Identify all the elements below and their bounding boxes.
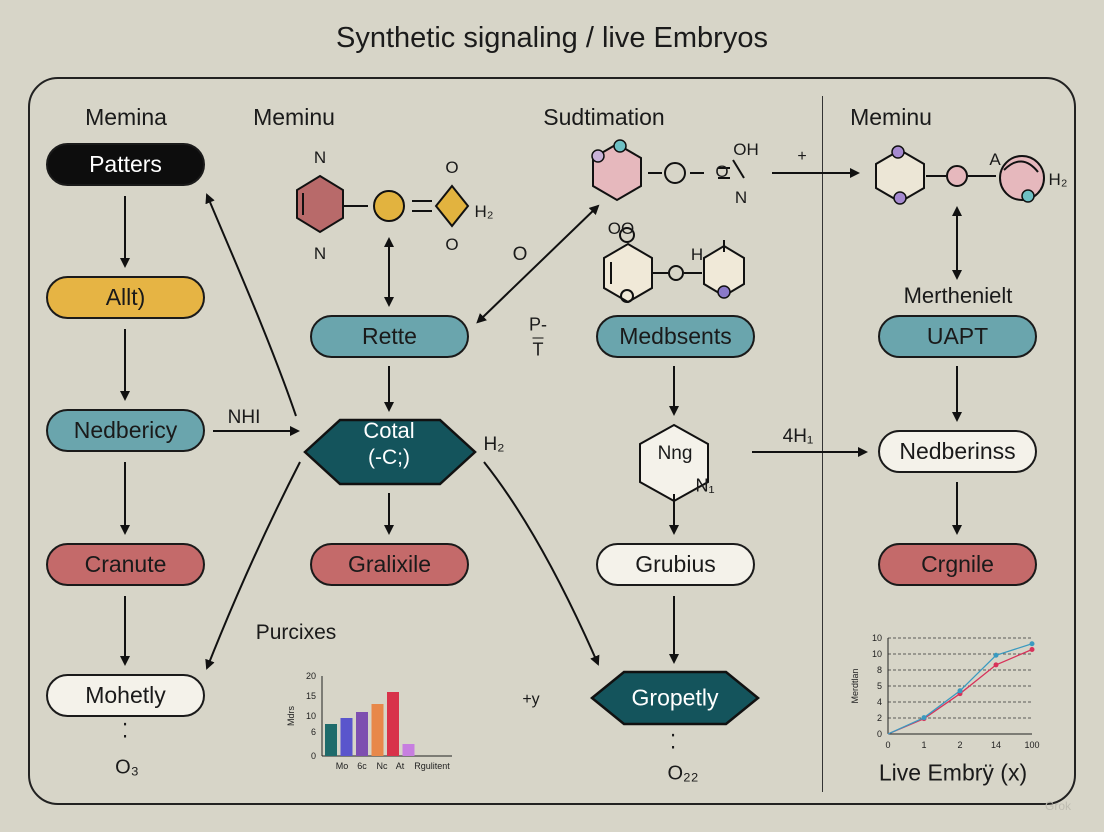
line-y-tick: 0 [877,729,882,739]
atom-o-top: O [445,158,459,177]
column-divider [822,96,823,792]
line-y-tick: 10 [872,649,882,659]
bar-y-tick: 15 [306,691,316,701]
atom-o-m2: O [715,162,729,181]
node-patters[interactable]: Patters [46,143,205,186]
bar [325,724,337,756]
diagram-title: Synthetic signaling / live Embryos [336,22,768,54]
node-uapt[interactable]: UAPT [878,315,1037,358]
bar [340,718,353,756]
line-x-tick: 2 [957,740,962,750]
line-y-tick: 10 [872,633,882,643]
line-x-tick: 1 [921,740,926,750]
header-col2: Meminu [253,104,335,130]
bar [387,692,399,756]
molecule-1 [296,174,470,234]
header-col1: Memina [85,104,167,130]
molecule-2 [591,139,745,202]
bar-y-label: Mdrs [286,706,296,726]
chart-left-title: Purcixes [255,621,337,644]
node-medbsents[interactable]: Medbsents [596,315,755,358]
bar [356,712,368,756]
bar-x-tick: At [396,761,405,771]
line-y-label: Merdtlan [850,668,860,703]
node-grubius[interactable]: Grubius [596,543,755,586]
node-gropetly-shape [590,670,760,726]
bar-x-tick: Rgulitent [414,761,450,771]
edge-label-dots2: ⁚ [669,731,677,754]
header-col4: Meminu [850,104,932,130]
atom-n-m2: N [734,188,748,207]
edge-label-h2: H₂ [483,434,505,455]
atom-n-top: N [313,148,327,167]
molecule-3 [603,227,745,304]
atom-n-bottom: N [313,244,327,263]
node-crgnile[interactable]: Crgnile [878,543,1037,586]
edge-label-4h1: 4H₁ [782,426,814,447]
edge-label-o3: O₃ [115,756,139,779]
line-point [921,715,927,721]
line-y-tick: 2 [877,713,882,723]
line-x-tick: 100 [1024,740,1039,750]
node-cotal-shape [303,418,477,486]
bar-y-tick: 10 [306,711,316,721]
node-nedbericy[interactable]: Nedbericy [46,409,205,452]
bar-y-tick: 6 [311,727,316,737]
line-point [957,688,963,694]
node-cranute[interactable]: Cranute [46,543,205,586]
node-cotal-line2: (-C;) [368,446,410,469]
edge-label-plus-y: +y [522,691,540,708]
header-col3: Sudtimation [543,104,665,130]
chart-right-xlabel: Live Embrÿ (x) [878,759,1028,786]
line-point [993,662,999,668]
edge-label-t: T [532,337,544,360]
node-allt[interactable]: Allt) [46,276,205,319]
edge-label-plus: + [797,148,807,165]
atom-h2-m4: H₂ [1048,170,1068,189]
line-point [993,652,999,658]
edge-label-o2: O₂₂ [667,762,699,785]
atom-oo: OO [607,219,635,238]
bar-x-tick: Mo [336,761,349,771]
watermark: Grok [1044,799,1072,813]
line-y-tick: 5 [877,681,882,691]
line-x-tick: 0 [885,740,890,750]
edge-label-o: O [512,244,528,265]
node-gralixile[interactable]: Gralixile [310,543,469,586]
line-y-tick: 4 [877,697,882,707]
atom-h-m3: H [690,245,704,264]
bar-y-tick: 0 [311,751,316,761]
bar-y-tick: 20 [306,671,316,681]
node-rette[interactable]: Rette [310,315,469,358]
bar-x-tick: 6c [357,761,367,771]
atom-h2-m1: H₂ [474,202,494,221]
atom-oh: OH [733,140,759,159]
label-merthenielt: Merthenielt [903,283,1013,308]
molecule-4 [875,145,1045,205]
node-nedberinss[interactable]: Nedberinss [878,430,1037,473]
node-cotal-line1: Cotal [363,418,415,443]
edge-label-nhi: NHI [227,407,261,428]
node-gropetly-label: Gropetly [631,684,719,711]
line-y-tick: 8 [877,665,882,675]
bar [402,744,415,756]
diagram-frame [28,77,1076,805]
edge-label-n1: N₁ [695,475,715,496]
atom-o-bottom: O [445,235,459,254]
atom-a: A [989,150,1001,169]
edge-label-p: P- [529,314,547,335]
bar [371,704,384,756]
node-nng-label: Nng [657,443,693,464]
bar-x-tick: Nc [377,761,388,771]
line-point [1029,647,1035,653]
line-x-tick: 14 [991,740,1001,750]
node-mohetly[interactable]: Mohetly [46,674,205,717]
edge-label-dots1: ⁚ [121,720,129,743]
line-point [1029,641,1035,647]
